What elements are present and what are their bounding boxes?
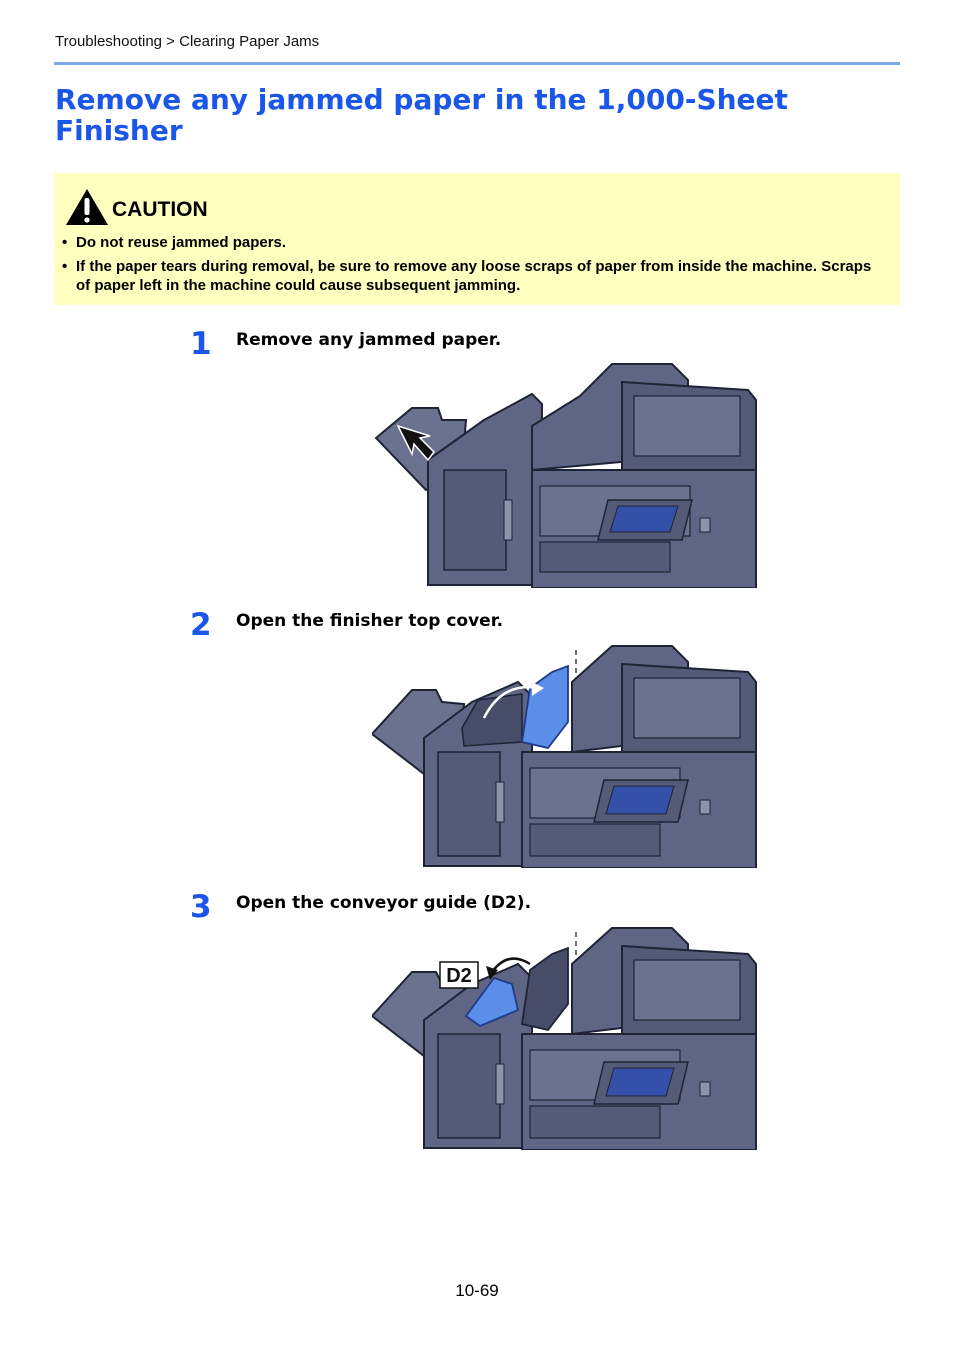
header-rule	[54, 62, 900, 65]
warning-triangle-icon	[66, 189, 108, 225]
caution-box: CAUTION Do not reuse jammed papers. If t…	[54, 173, 900, 305]
page-number: 10-69	[455, 1281, 499, 1300]
step-text: Remove any jammed paper.	[236, 330, 502, 350]
caution-label: CAUTION	[112, 198, 208, 221]
step-number: 3	[190, 889, 212, 925]
finisher-illustration	[372, 645, 757, 868]
caution-item: If the paper tears during removal, be su…	[62, 257, 876, 295]
finisher-illustration	[374, 363, 757, 588]
caution-list: Do not reuse jammed papers. If the paper…	[62, 233, 876, 300]
step-text: Open the finisher top cover.	[236, 611, 504, 631]
finisher-illustration: D2	[372, 927, 757, 1150]
arrow-icon	[486, 966, 498, 980]
arrow-icon	[396, 424, 435, 462]
breadcrumb: Troubleshooting > Clearing Paper Jams	[55, 33, 320, 50]
step-text: Open the conveyor guide (D2).	[236, 893, 532, 913]
top-cover	[520, 664, 569, 750]
step-number: 1	[190, 326, 212, 362]
caution-header: CAUTION	[64, 187, 208, 227]
page-title: Remove any jammed paper in the 1,000-She…	[55, 83, 788, 147]
caution-item: Do not reuse jammed papers.	[62, 233, 876, 252]
d2-callout: D2	[446, 965, 472, 987]
conveyor-guide	[464, 976, 520, 1028]
d2-callout-box	[439, 961, 479, 989]
arrow-icon	[532, 682, 544, 696]
step-number: 2	[190, 607, 212, 643]
